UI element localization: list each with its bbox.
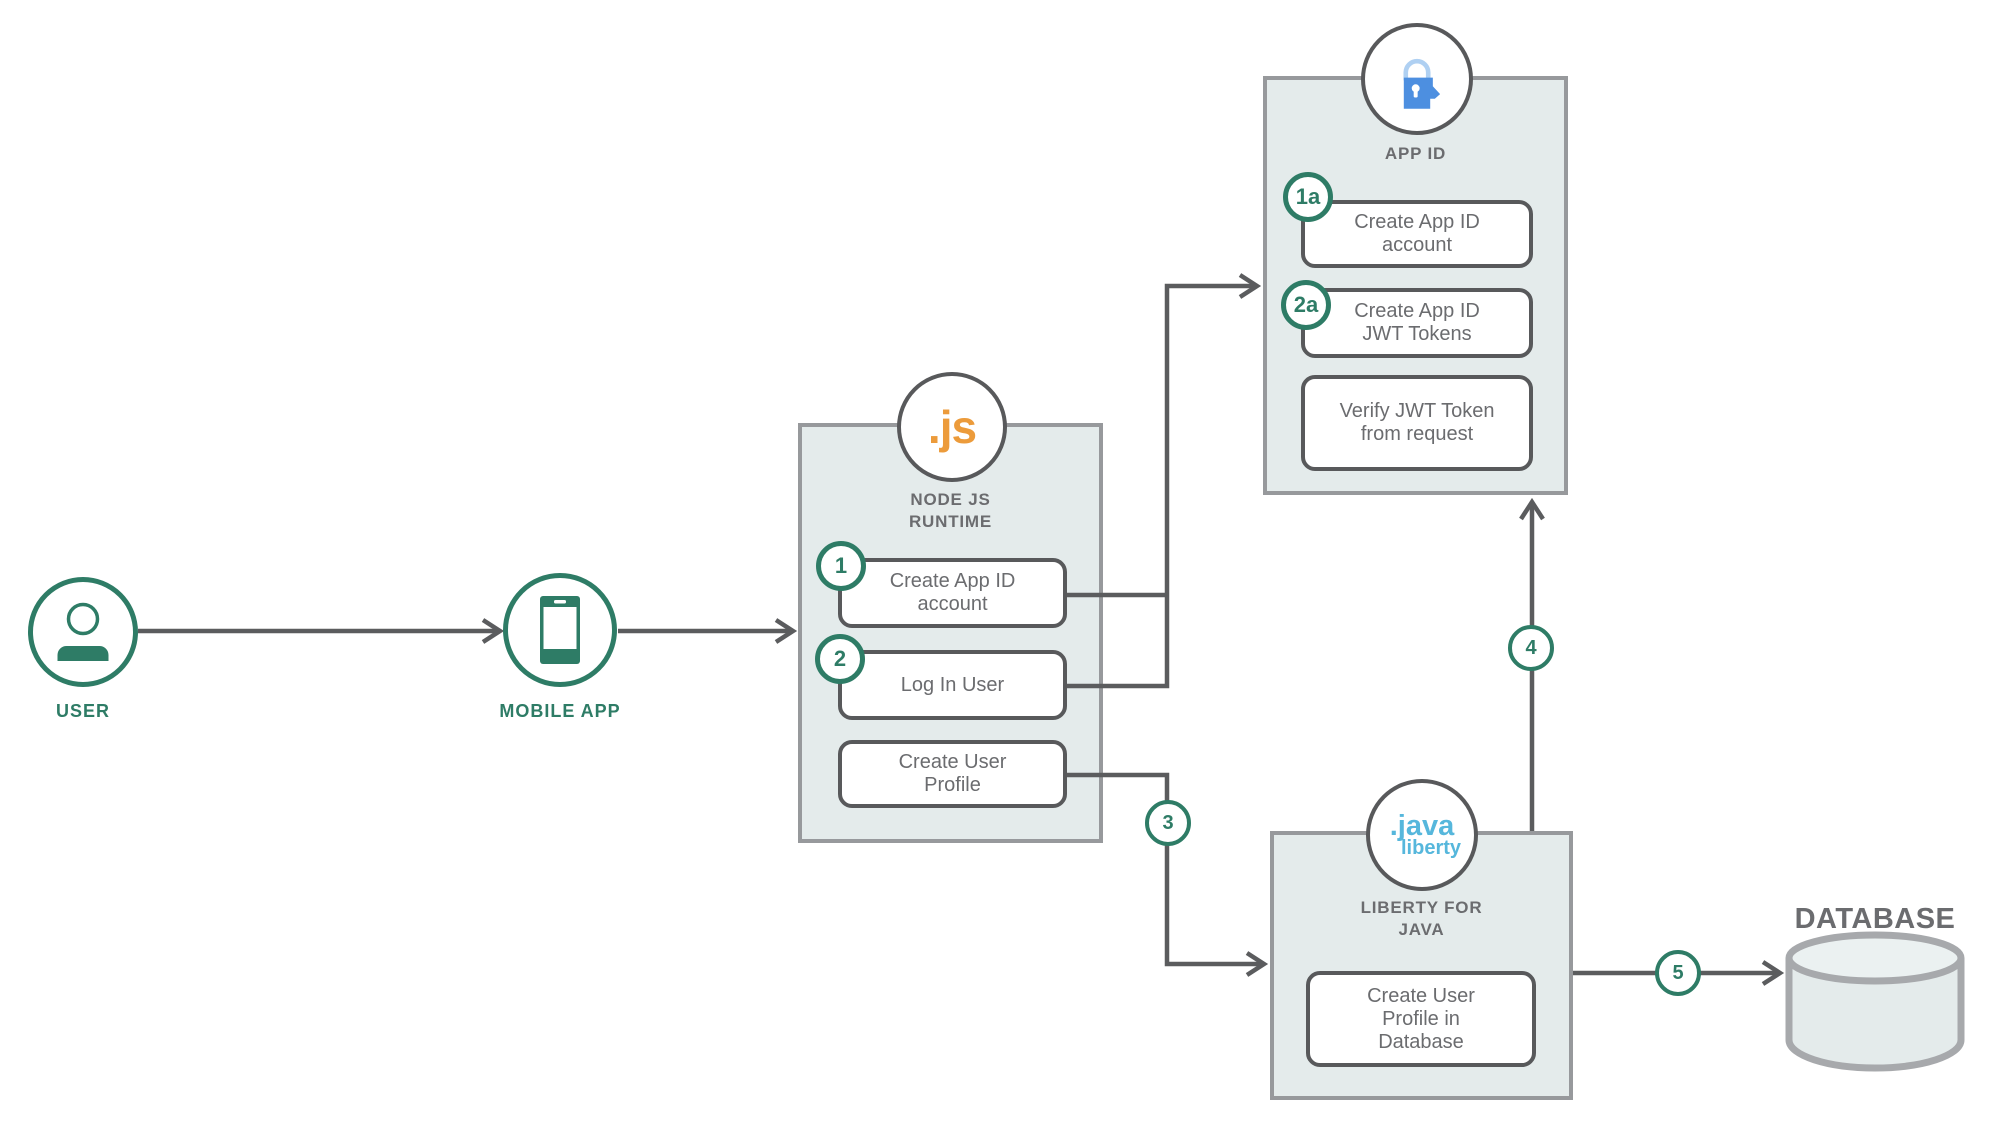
- task-create-appid-account: Create App ID account: [838, 558, 1067, 628]
- step-badge-5: 5: [1655, 950, 1701, 996]
- mobile-phone-icon: [540, 596, 580, 664]
- task-create-user-profile: Create User Profile: [838, 740, 1067, 808]
- liberty-for-java-title: LIBERTY FOR JAVA: [1360, 898, 1483, 939]
- step-badge-1a: 1a: [1283, 172, 1333, 222]
- mobile-app-label: MOBILE APP: [499, 701, 621, 721]
- task-appid-create-account: Create App ID account: [1301, 200, 1533, 268]
- app-id-logo-icon: [1361, 23, 1473, 135]
- user-label: USER: [55, 701, 110, 721]
- step-badge-3: 3: [1145, 800, 1191, 846]
- liberty-logo-text: liberty: [1400, 837, 1462, 859]
- arrow-profile-to-liberty: [1067, 772, 1269, 977]
- mobile-app-node: [503, 573, 617, 687]
- task-label: Create App ID account: [889, 570, 1016, 615]
- task-label: Verify JWT Token from request: [1339, 400, 1495, 445]
- task-label: Create User Profile in Database: [1367, 984, 1475, 1053]
- step-badge-2: 2: [815, 634, 865, 684]
- step-badge-1: 1: [816, 541, 866, 591]
- database-cylinder-icon: [1785, 930, 1965, 1077]
- java-logo-text: .java: [1389, 810, 1455, 842]
- database-label: DATABASE: [1794, 903, 1956, 935]
- task-appid-verify-jwt: Verify JWT Token from request: [1301, 375, 1533, 471]
- nodejs-logo-icon: .js: [897, 372, 1007, 482]
- task-log-in-user: Log In User: [838, 650, 1067, 720]
- task-label: Create App ID account: [1354, 211, 1480, 256]
- app-id-title: APP ID: [1384, 144, 1447, 163]
- user-node: [28, 577, 138, 687]
- task-create-user-profile-in-db: Create User Profile in Database: [1306, 971, 1536, 1067]
- user-icon: [57, 602, 109, 661]
- step-badge-4: 4: [1508, 625, 1554, 671]
- task-label: Create App ID JWT Tokens: [1354, 300, 1480, 345]
- liberty-java-logo-icon: .java liberty: [1366, 779, 1478, 891]
- arrow-login-to-appid: [1067, 273, 1262, 689]
- lock-face-icon: [1403, 58, 1441, 109]
- step-badge-2a: 2a: [1281, 280, 1331, 330]
- task-label: Log In User: [900, 673, 1005, 696]
- nodejs-runtime-title: NODE JS RUNTIME: [908, 490, 993, 531]
- nodejs-logo-text: .js: [927, 401, 977, 453]
- task-appid-create-jwt-tokens: Create App ID JWT Tokens: [1301, 288, 1533, 358]
- task-label: Create User Profile: [898, 751, 1007, 796]
